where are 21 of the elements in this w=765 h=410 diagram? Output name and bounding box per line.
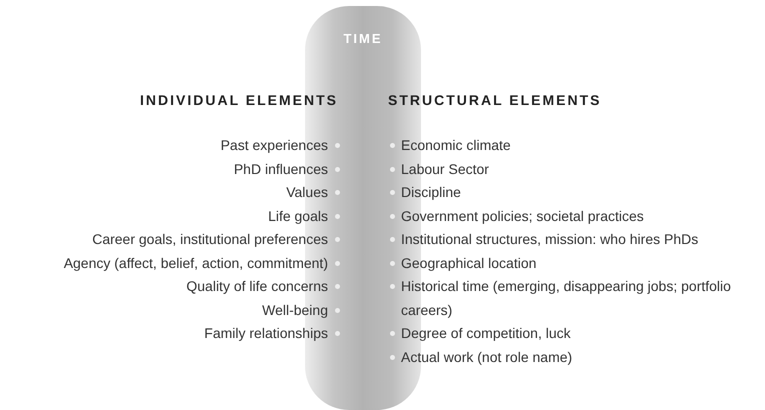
list-item: Degree of competition, luck — [401, 324, 572, 343]
column-heading: STRUCTURAL ELEMENTS — [388, 92, 602, 108]
list-item: PhD influences — [234, 160, 328, 178]
list-item: Quality of life concerns — [186, 277, 328, 296]
list-item: Historical time (emerging, disappearing jobs; portfolio careers) — [401, 277, 732, 320]
list-item: Discipline — [401, 183, 462, 202]
list-item: Actual work (not role name) — [401, 348, 574, 367]
list-item: Labour Sector — [401, 160, 490, 178]
list-item: Values — [286, 183, 328, 202]
list-item: Life goals — [268, 206, 328, 226]
list-item: Past experiences — [220, 136, 328, 155]
list-item: Agency (affect, belief, action, commitment) — [64, 254, 328, 273]
list-item: Family relationships — [204, 324, 328, 343]
list-item: Geographical location — [401, 254, 538, 273]
list-item: Career goals, institutional preferences — [92, 230, 328, 249]
list-item: Institutional structures, mission: who hires PhDs — [401, 230, 700, 249]
list-item: Well-being — [262, 300, 328, 320]
list-item: Government policies; societal practices — [401, 206, 645, 226]
band-title: TIME — [342, 31, 384, 46]
list-item: Economic climate — [401, 136, 512, 155]
column-heading: INDIVIDUAL ELEMENTS — [140, 92, 338, 108]
